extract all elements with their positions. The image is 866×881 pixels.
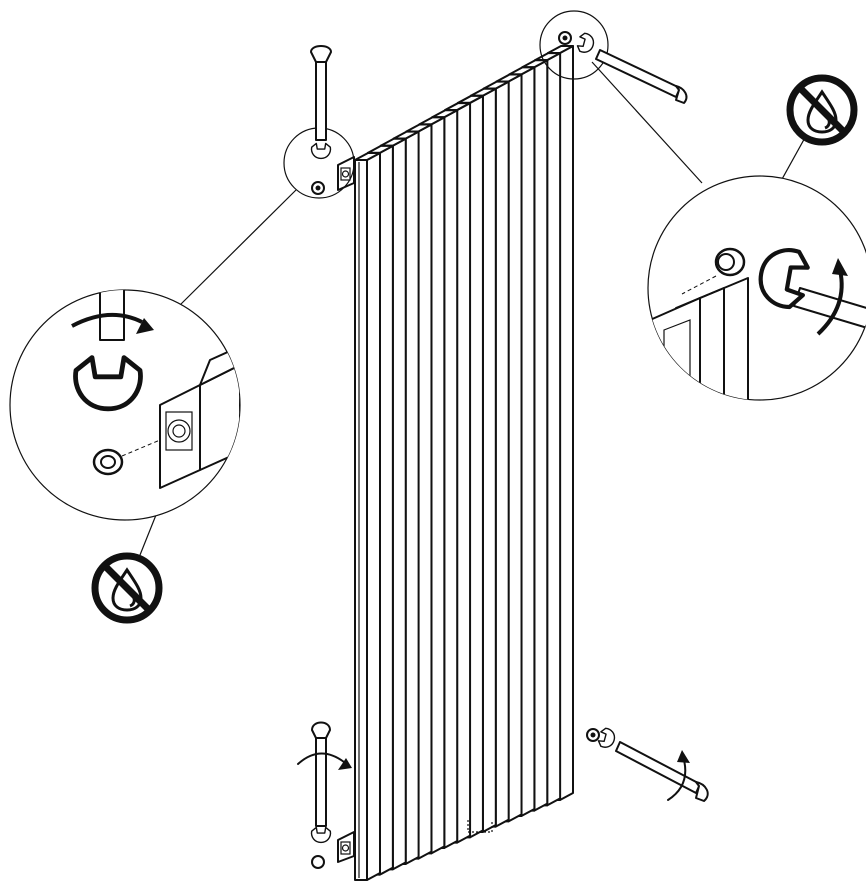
bottom-left-header-block (337, 831, 355, 863)
callout-connector-left (179, 189, 297, 306)
radiator-fin (354, 152, 381, 881)
callout-top-right (647, 175, 866, 401)
radiator-body (354, 45, 574, 881)
plug-icon (586, 728, 600, 742)
wrench-icon (575, 31, 688, 104)
wrench-icon (596, 726, 709, 802)
top-left-header-block (337, 156, 355, 191)
callout-connector-right (591, 61, 703, 184)
rotation-arrow-icon (71, 312, 154, 334)
wrench-icon (310, 721, 332, 844)
rotation-arrow-icon (667, 750, 690, 801)
no-sealant-icon (786, 74, 858, 146)
callout-top-left (9, 289, 241, 521)
plug-icon (558, 31, 572, 45)
wrench-icon (310, 45, 332, 160)
no-sealant-icon (91, 552, 163, 624)
rotation-arrow-icon (297, 752, 352, 770)
magnifier-circle-top-right (539, 10, 609, 80)
plug-icon (311, 181, 325, 195)
rotation-arrow-icon (816, 258, 848, 336)
plug-icon (92, 448, 124, 476)
plug-icon (714, 247, 746, 277)
valve-outline (467, 820, 493, 833)
plug-icon (311, 855, 325, 869)
